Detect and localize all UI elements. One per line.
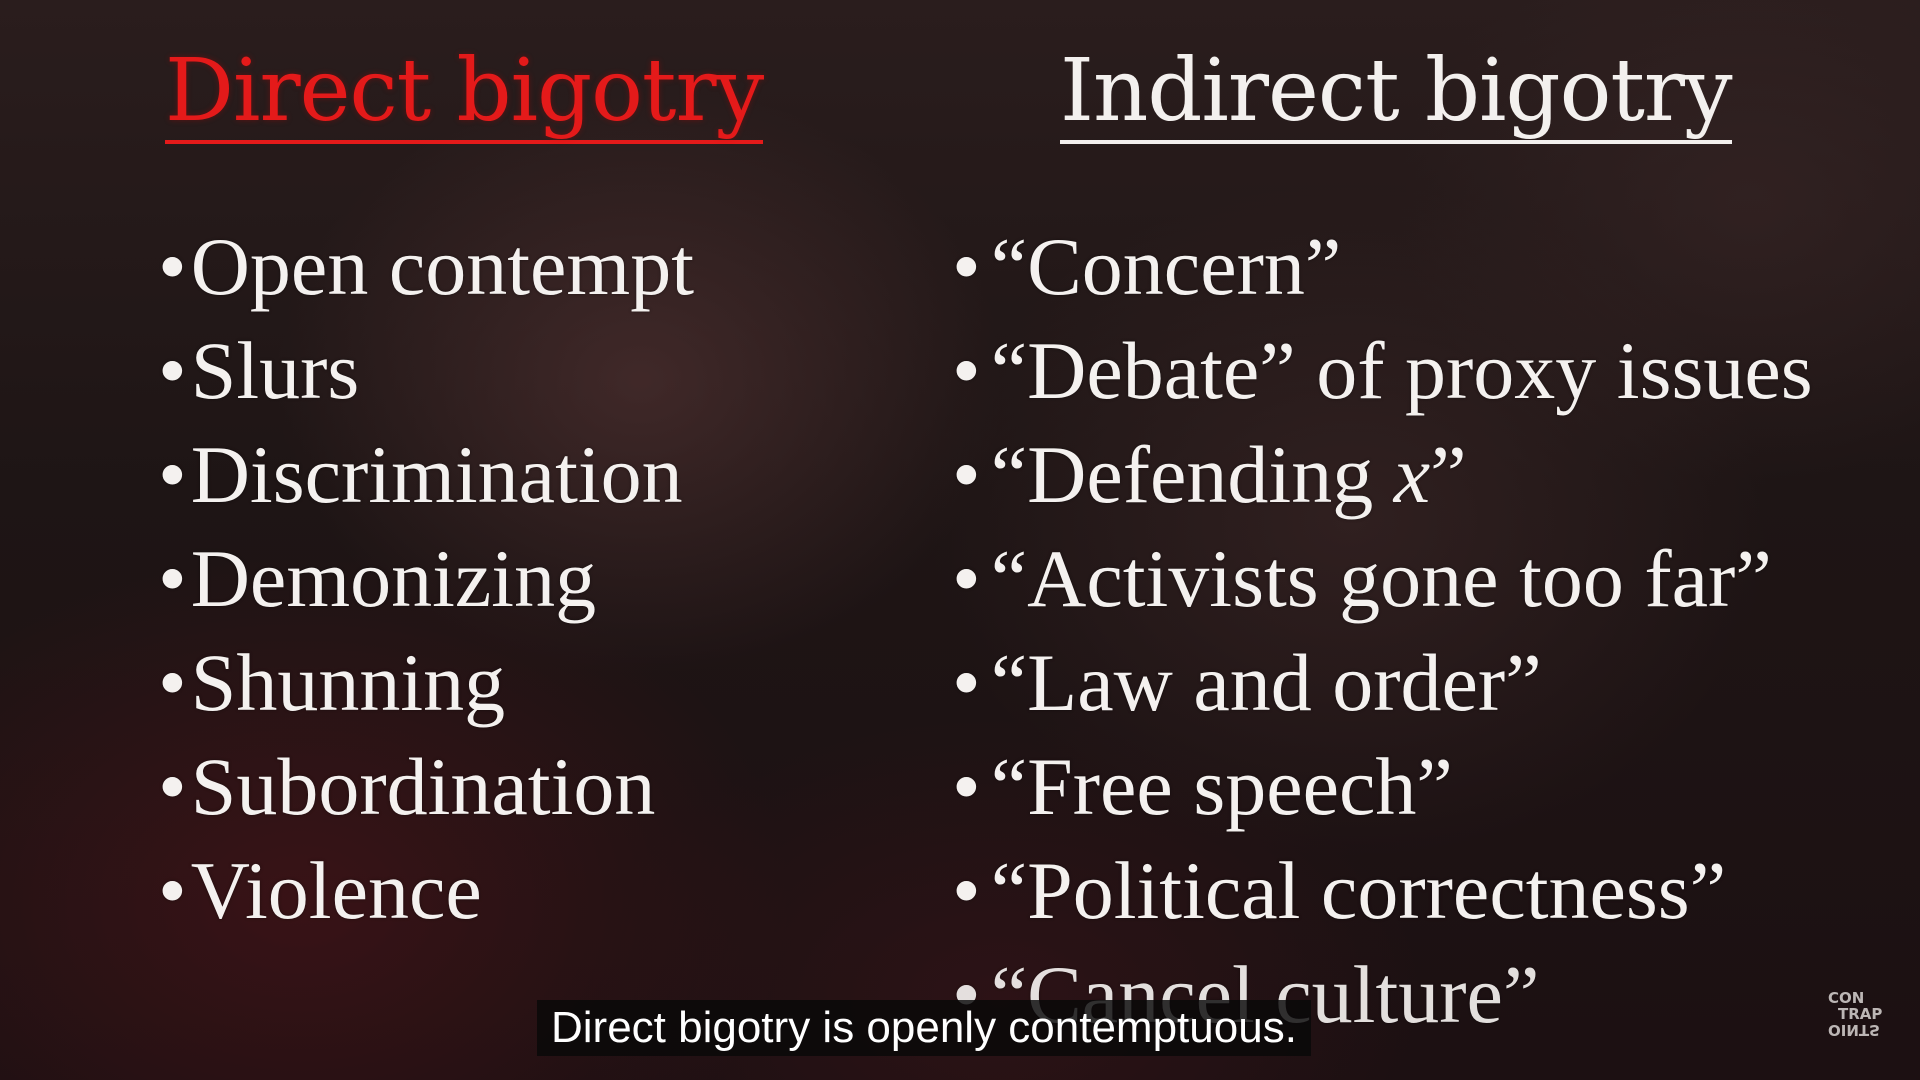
list-item: •Violence — [158, 839, 694, 943]
bullet-icon: • — [158, 221, 187, 312]
list-item-text: “Defending — [990, 429, 1394, 520]
list-item: •Slurs — [158, 319, 694, 423]
list-item: •“Debate” of proxy issues — [952, 319, 1813, 423]
bullet-icon: • — [952, 429, 981, 520]
closing-quote: ” — [1430, 429, 1467, 520]
list-item: •Subordination — [158, 735, 694, 839]
logo-line: CON — [1828, 989, 1865, 1007]
list-item-text: Slurs — [190, 325, 360, 416]
bullet-icon: • — [952, 325, 981, 416]
list-item-text: “Debate” of proxy issues — [990, 325, 1813, 416]
bullet-icon: • — [158, 429, 187, 520]
list-item-text: Subordination — [190, 741, 656, 832]
list-item-text: Discrimination — [190, 429, 683, 520]
list-item: •“Free speech” — [952, 735, 1813, 839]
list-item: •Discrimination — [158, 423, 694, 527]
direct-bigotry-heading: Direct bigotry — [165, 48, 764, 144]
indirect-bigotry-list: •“Concern” •“Debate” of proxy issues •“D… — [952, 215, 1813, 1047]
list-item-text: “Free speech” — [990, 741, 1453, 832]
variable-x: x — [1393, 429, 1431, 520]
indirect-bigotry-title: Indirect bigotry — [1060, 41, 1733, 141]
contrapoints-logo-icon: CON TRAP OINTS — [1828, 989, 1883, 1039]
direct-bigotry-list: •Open contempt •Slurs •Discrimination •D… — [158, 215, 694, 943]
list-item: •“Political correctness” — [952, 839, 1813, 943]
heading-underline — [165, 140, 764, 144]
bullet-icon: • — [952, 741, 981, 832]
logo-line: OINTS — [1828, 1021, 1880, 1039]
list-item: •Shunning — [158, 631, 694, 735]
bullet-icon: • — [158, 741, 187, 832]
list-item: •Demonizing — [158, 527, 694, 631]
indirect-bigotry-heading: Indirect bigotry — [1060, 48, 1733, 144]
list-item: •“Activists gone too far” — [952, 527, 1813, 631]
list-item: •Open contempt — [158, 215, 694, 319]
bullet-icon: • — [952, 221, 981, 312]
list-item-text: “Political correctness” — [990, 845, 1727, 936]
direct-bigotry-title: Direct bigotry — [165, 41, 764, 141]
logo-line: TRAP — [1838, 1005, 1883, 1023]
bullet-icon: • — [952, 845, 981, 936]
bullet-icon: • — [952, 533, 981, 624]
list-item-text: “Law and order” — [990, 637, 1542, 728]
list-item-text: Violence — [190, 845, 482, 936]
list-item-text: “Activists gone too far” — [990, 533, 1772, 624]
bullet-icon: • — [158, 637, 187, 728]
list-item: •“Law and order” — [952, 631, 1813, 735]
list-item-text: Demonizing — [190, 533, 597, 624]
list-item: •“Concern” — [952, 215, 1813, 319]
bullet-icon: • — [952, 637, 981, 728]
subtitle-caption: Direct bigotry is openly contemptuous. — [537, 1000, 1311, 1056]
list-item-text: Shunning — [190, 637, 506, 728]
list-item-text: “Concern” — [990, 221, 1342, 312]
list-item: •“Defending x” — [952, 423, 1813, 527]
bullet-icon: • — [158, 845, 187, 936]
heading-underline — [1060, 140, 1732, 144]
bullet-icon: • — [158, 325, 187, 416]
list-item-text: Open contempt — [190, 221, 694, 312]
bullet-icon: • — [158, 533, 187, 624]
